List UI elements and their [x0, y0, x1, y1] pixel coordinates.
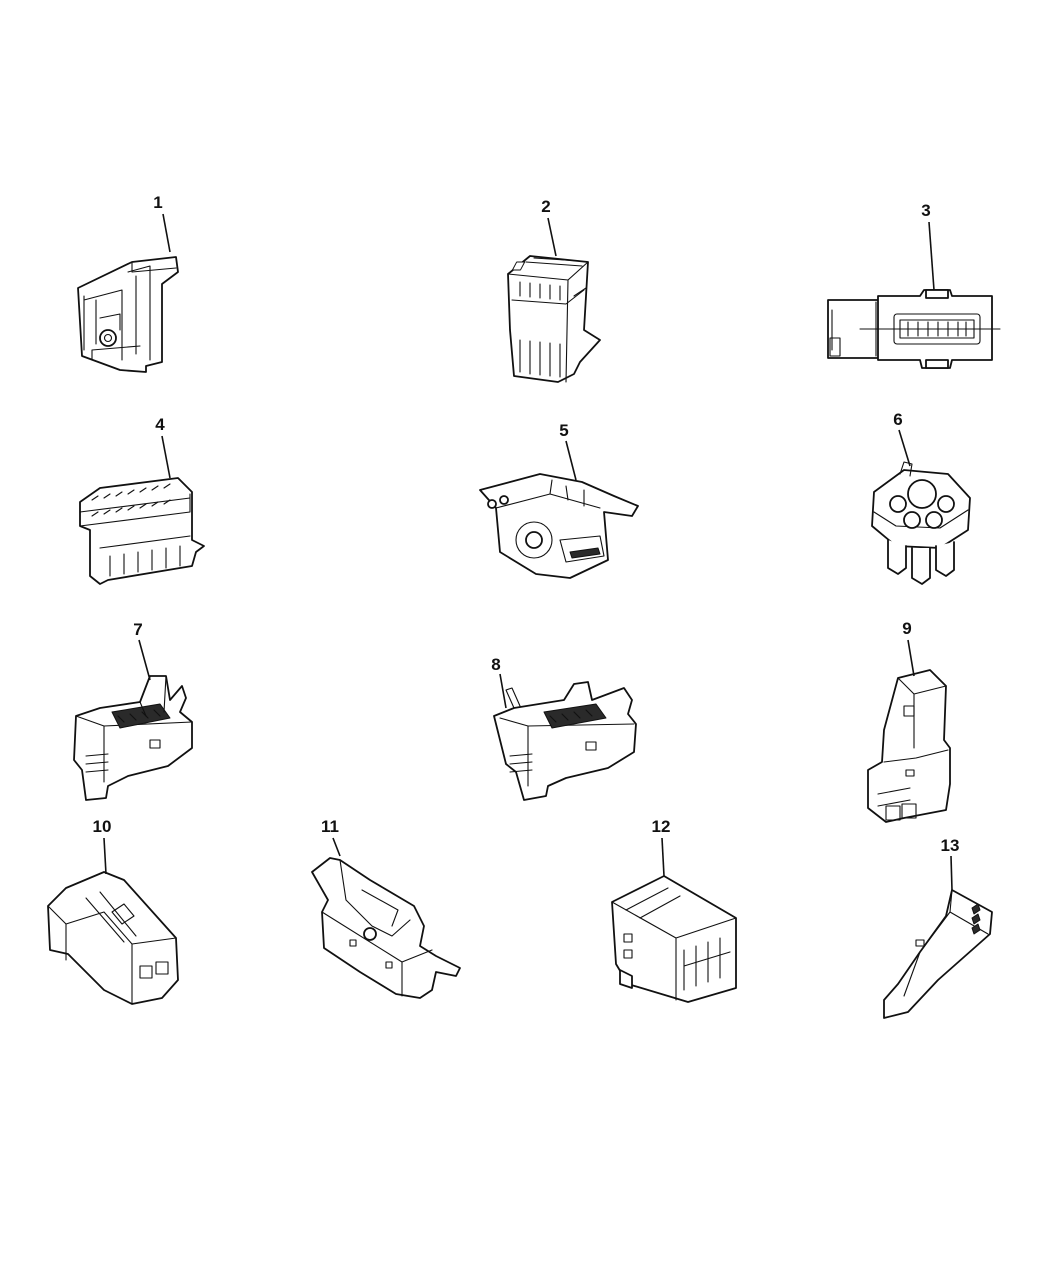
callout-number-9: 9 [902, 619, 911, 638]
callout-number-11: 11 [321, 817, 339, 836]
connector-part-6: 6 [871, 410, 971, 585]
connector-7-drawing [73, 675, 193, 801]
connector-11-drawing [311, 857, 461, 999]
callout-number-3: 3 [921, 201, 930, 220]
connector-5-drawing [479, 473, 639, 579]
connector-6-drawing [871, 461, 971, 585]
connector-3-drawing [827, 289, 1001, 369]
leader-line-9 [907, 639, 915, 677]
callout-number-13: 13 [941, 836, 960, 855]
connector-part-7: 7 [73, 620, 193, 801]
connector-8-drawing [493, 681, 637, 801]
callout-number-1: 1 [153, 193, 162, 212]
callout-number-2: 2 [541, 197, 550, 216]
connector-part-4: 4 [79, 415, 205, 585]
connector-part-9: 9 [867, 619, 951, 823]
connector-part-11: 11 [311, 817, 461, 999]
callout-number-8: 8 [491, 655, 500, 674]
leader-line-6 [898, 429, 911, 467]
leader-line-8 [499, 673, 507, 709]
connector-part-12: 12 [611, 817, 737, 1003]
leader-line-2 [547, 217, 557, 257]
connector-9-drawing [867, 669, 951, 823]
connector-10-drawing [47, 871, 179, 1005]
callout-number-10: 10 [93, 817, 112, 836]
connector-part-3: 3 [827, 201, 1001, 369]
connector-13-drawing [883, 889, 993, 1019]
callout-number-4: 4 [155, 415, 165, 434]
connector-part-8: 8 [491, 655, 637, 801]
leader-line-5 [565, 440, 577, 481]
leader-line-12 [661, 837, 665, 877]
leader-line-4 [161, 435, 171, 479]
leader-line-13 [950, 855, 953, 891]
callout-number-12: 12 [652, 817, 671, 836]
callout-number-7: 7 [133, 620, 142, 639]
connector-part-1: 1 [77, 193, 179, 373]
callout-number-5: 5 [559, 421, 568, 440]
callout-number-6: 6 [893, 410, 902, 429]
connector-part-13: 13 [883, 836, 993, 1019]
connector-part-2: 2 [507, 197, 601, 383]
connector-part-5: 5 [479, 421, 639, 579]
leader-line-7 [138, 639, 151, 681]
leader-line-10 [103, 837, 107, 875]
leader-line-3 [928, 221, 935, 291]
connector-part-10: 10 [47, 817, 179, 1005]
leader-line-1 [162, 213, 171, 253]
connector-12-drawing [611, 875, 737, 1003]
leader-line-11 [332, 837, 341, 857]
connector-4-drawing [79, 477, 205, 585]
connector-2-drawing [507, 255, 601, 383]
connector-1-drawing [77, 256, 179, 373]
